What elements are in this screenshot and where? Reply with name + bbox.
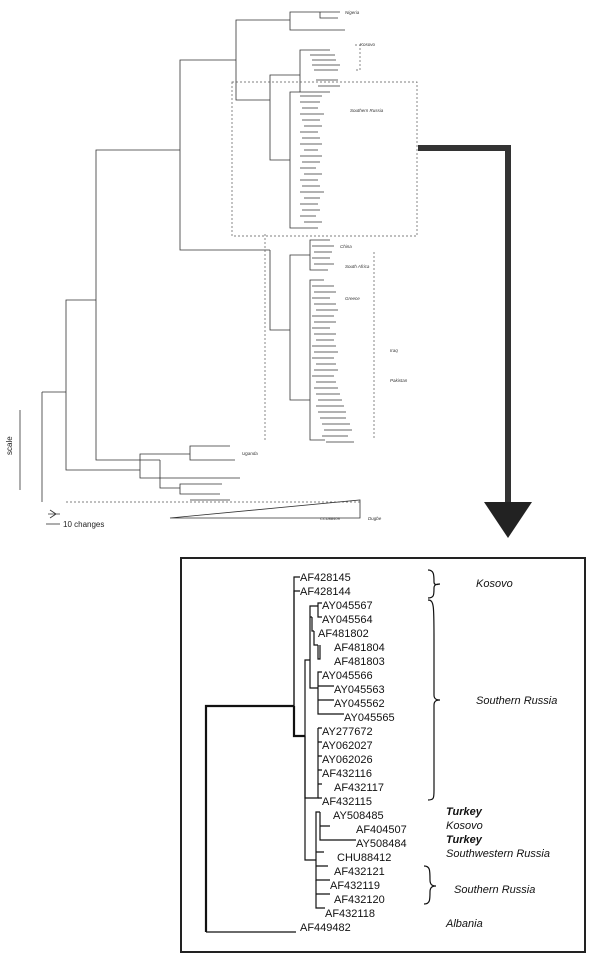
region-label-kosovo-0: Kosovo — [476, 578, 513, 590]
scale-indicator: scale 10 changes — [5, 410, 104, 529]
svg-text:South Africa: South Africa — [345, 264, 370, 269]
leaf-label-af428144: AF428144 — [300, 586, 351, 598]
leaf-label-ay045563: AY045563 — [334, 684, 385, 696]
svg-text:Kosovo: Kosovo — [360, 42, 376, 47]
leaf-label-ay045564: AY045564 — [322, 614, 373, 626]
svg-text:Iraq: Iraq — [390, 348, 398, 353]
leaf-label-af432120: AF432120 — [334, 894, 385, 906]
detail-leaf-labels: AF428145AF428144AY045567AY045564AF481802… — [300, 572, 407, 934]
leaf-label-ay508485: AY508485 — [333, 810, 384, 822]
leaf-label-af481803: AF481803 — [334, 656, 385, 668]
detail-brace-kosovo — [427, 569, 441, 599]
overview-tree: Nigeria Kosovo Southern Russia China Sou… — [5, 10, 418, 529]
detail-brace-southern-russia — [427, 599, 441, 801]
leaf-label-ay045562: AY045562 — [334, 698, 385, 710]
region-label-albania-7: Albania — [445, 918, 483, 930]
leaf-label-af449482: AF449482 — [300, 922, 351, 934]
leaf-label-af432121: AF432121 — [334, 866, 385, 878]
leaf-label-ay062027: AY062027 — [322, 740, 373, 752]
detail-tree: AF428145AF428144AY045567AY045564AF481802… — [204, 569, 557, 934]
region-label-southern-russia-1: Southern Russia — [476, 695, 557, 707]
svg-text:CCU88409: CCU88409 — [320, 516, 341, 521]
leaf-label-ay045566: AY045566 — [322, 670, 373, 682]
overview-highlight-box — [231, 81, 418, 237]
leaf-label-af428145: AF428145 — [300, 572, 351, 584]
svg-text:Uganda: Uganda — [242, 451, 258, 456]
svg-text:Southern Russia: Southern Russia — [350, 108, 384, 113]
leaf-label-ay508484: AY508484 — [356, 838, 407, 850]
region-label-turkey-2: Turkey — [446, 806, 483, 818]
leaf-label-af481802: AF481802 — [318, 628, 369, 640]
svg-text:Greece: Greece — [345, 296, 360, 301]
region-label-turkey-4: Turkey — [446, 834, 483, 846]
leaf-label-ay045567: AY045567 — [322, 600, 373, 612]
detail-brace-southern-russia-2 — [423, 865, 437, 905]
svg-text:China: China — [340, 244, 352, 249]
changes-label: 10 changes — [63, 520, 104, 529]
overview-leaves — [139, 11, 354, 501]
svg-text:Nigeria: Nigeria — [345, 10, 360, 15]
leaf-label-chu88412: CHU88412 — [337, 852, 391, 864]
zoom-arrow — [418, 145, 532, 538]
leaf-label-af404507: AF404507 — [356, 824, 407, 836]
leaf-label-af481804: AF481804 — [334, 642, 385, 654]
region-label-southern-russia-6: Southern Russia — [454, 884, 535, 896]
leaf-label-af432116: AF432116 — [322, 768, 372, 780]
leaf-label-af432119: AF432119 — [330, 880, 380, 892]
svg-text:Dugbe: Dugbe — [368, 516, 382, 521]
leaf-label-af432115: AF432115 — [322, 796, 372, 808]
leaf-label-af432117: AF432117 — [334, 782, 384, 794]
leaf-label-ay277672: AY277672 — [322, 726, 373, 738]
leaf-label-ay045565: AY045565 — [344, 712, 395, 724]
region-label-southwestern-russia-5: Southwestern Russia — [446, 848, 550, 860]
scale-label: scale — [5, 436, 14, 455]
svg-text:Pakistan: Pakistan — [390, 378, 408, 383]
leaf-label-ay062026: AY062026 — [322, 754, 373, 766]
leaf-label-af432118: AF432118 — [325, 908, 375, 920]
region-label-kosovo-3: Kosovo — [446, 820, 483, 832]
detail-panel-frame — [180, 557, 586, 953]
